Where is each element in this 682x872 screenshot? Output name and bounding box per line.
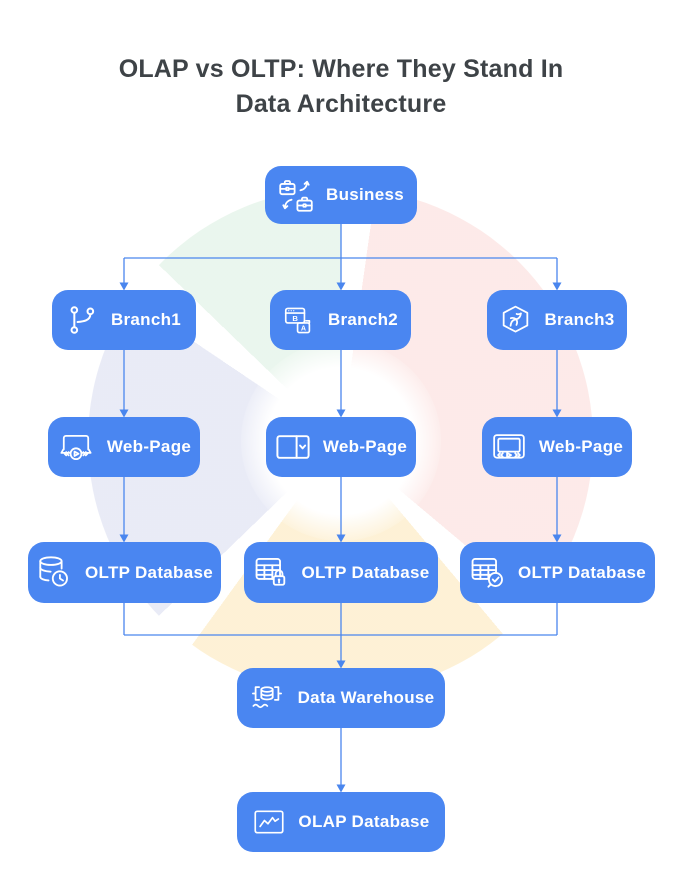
ab-test-windows-icon: B A bbox=[283, 304, 316, 337]
split-pane-dropdown-icon bbox=[275, 433, 311, 461]
warehouse-database-icon bbox=[248, 682, 286, 715]
node-webpage3: Web-Page bbox=[482, 417, 632, 477]
table-check-icon bbox=[469, 554, 506, 591]
node-branch3: Branch3 bbox=[487, 290, 627, 350]
line-chart-icon bbox=[252, 808, 286, 836]
briefcase-sync-icon bbox=[278, 177, 314, 213]
title-line2: Data Architecture bbox=[235, 90, 447, 118]
svg-text:A: A bbox=[301, 324, 306, 332]
node-label: OLTP Database bbox=[301, 562, 430, 582]
node-label: Data Warehouse bbox=[297, 688, 435, 707]
node-branch2: B A Branch2 bbox=[270, 290, 411, 350]
node-oltp3: OLTP Database bbox=[460, 542, 655, 603]
node-label: Business bbox=[326, 185, 404, 204]
diagram-title: OLAP vs OLTP: Where They Stand In Data A… bbox=[0, 52, 682, 122]
node-label: Web-Page bbox=[538, 437, 624, 456]
node-label: Web-Page bbox=[322, 437, 408, 456]
node-webpage1: Web-Page bbox=[48, 417, 200, 477]
database-clock-icon bbox=[36, 554, 73, 591]
node-label: OLAP Database bbox=[298, 812, 430, 831]
node-olap: OLAP Database bbox=[237, 792, 445, 852]
node-oltp2: OLTP Database bbox=[244, 542, 438, 603]
node-branch1: Branch1 bbox=[52, 290, 196, 350]
git-branch-icon bbox=[67, 304, 99, 336]
node-label: Branch3 bbox=[544, 310, 615, 329]
node-label: Web-Page bbox=[106, 437, 192, 456]
title-line1: OLAP vs OLTP: Where They Stand In bbox=[118, 55, 564, 83]
node-warehouse: Data Warehouse bbox=[237, 668, 445, 728]
node-label: Branch2 bbox=[327, 310, 399, 329]
node-oltp1: OLTP Database bbox=[28, 542, 221, 603]
laptop-play-icon bbox=[57, 431, 95, 464]
svg-text:B: B bbox=[292, 314, 298, 323]
table-lock-icon bbox=[253, 554, 290, 591]
monitor-play-icon bbox=[491, 431, 527, 464]
node-business: Business bbox=[265, 166, 417, 224]
node-label: OLTP Database bbox=[85, 562, 213, 582]
node-label: OLTP Database bbox=[518, 562, 646, 582]
node-label: Branch1 bbox=[110, 310, 182, 329]
hexagon-branch-icon bbox=[499, 304, 532, 337]
node-webpage2: Web-Page bbox=[266, 417, 416, 477]
